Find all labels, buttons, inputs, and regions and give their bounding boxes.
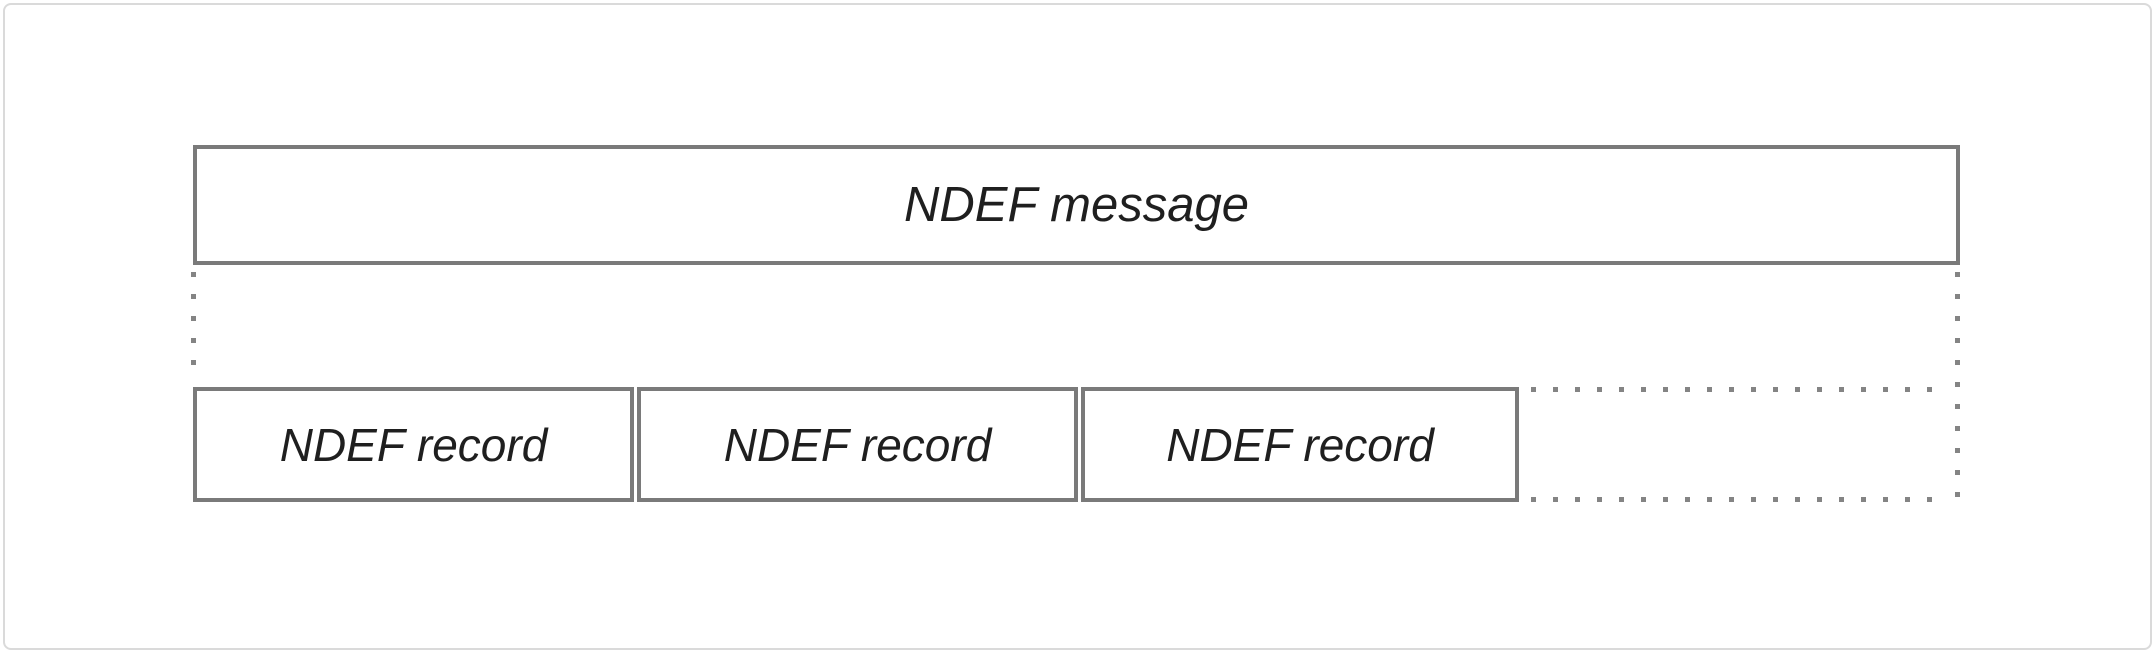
- ndef-message-box: NDEF message: [193, 145, 1960, 265]
- ndef-record-label: NDEF record: [279, 418, 548, 471]
- ndef-record-box-1: NDEF record: [193, 387, 634, 502]
- ndef-record-label: NDEF record: [1166, 418, 1434, 471]
- right-dotted-connector: [1955, 272, 1960, 502]
- screenshot-frame: [3, 3, 2152, 650]
- left-dotted-connector: [191, 272, 196, 382]
- ndef-message-label: NDEF message: [904, 178, 1249, 232]
- ndef-record-box-3: NDEF record: [1081, 387, 1519, 502]
- dotted-extension-bottom: [1531, 497, 1945, 502]
- ndef-record-label: NDEF record: [723, 418, 992, 471]
- ndef-record-box-2: NDEF record: [637, 387, 1078, 502]
- dotted-extension-top: [1531, 387, 1945, 392]
